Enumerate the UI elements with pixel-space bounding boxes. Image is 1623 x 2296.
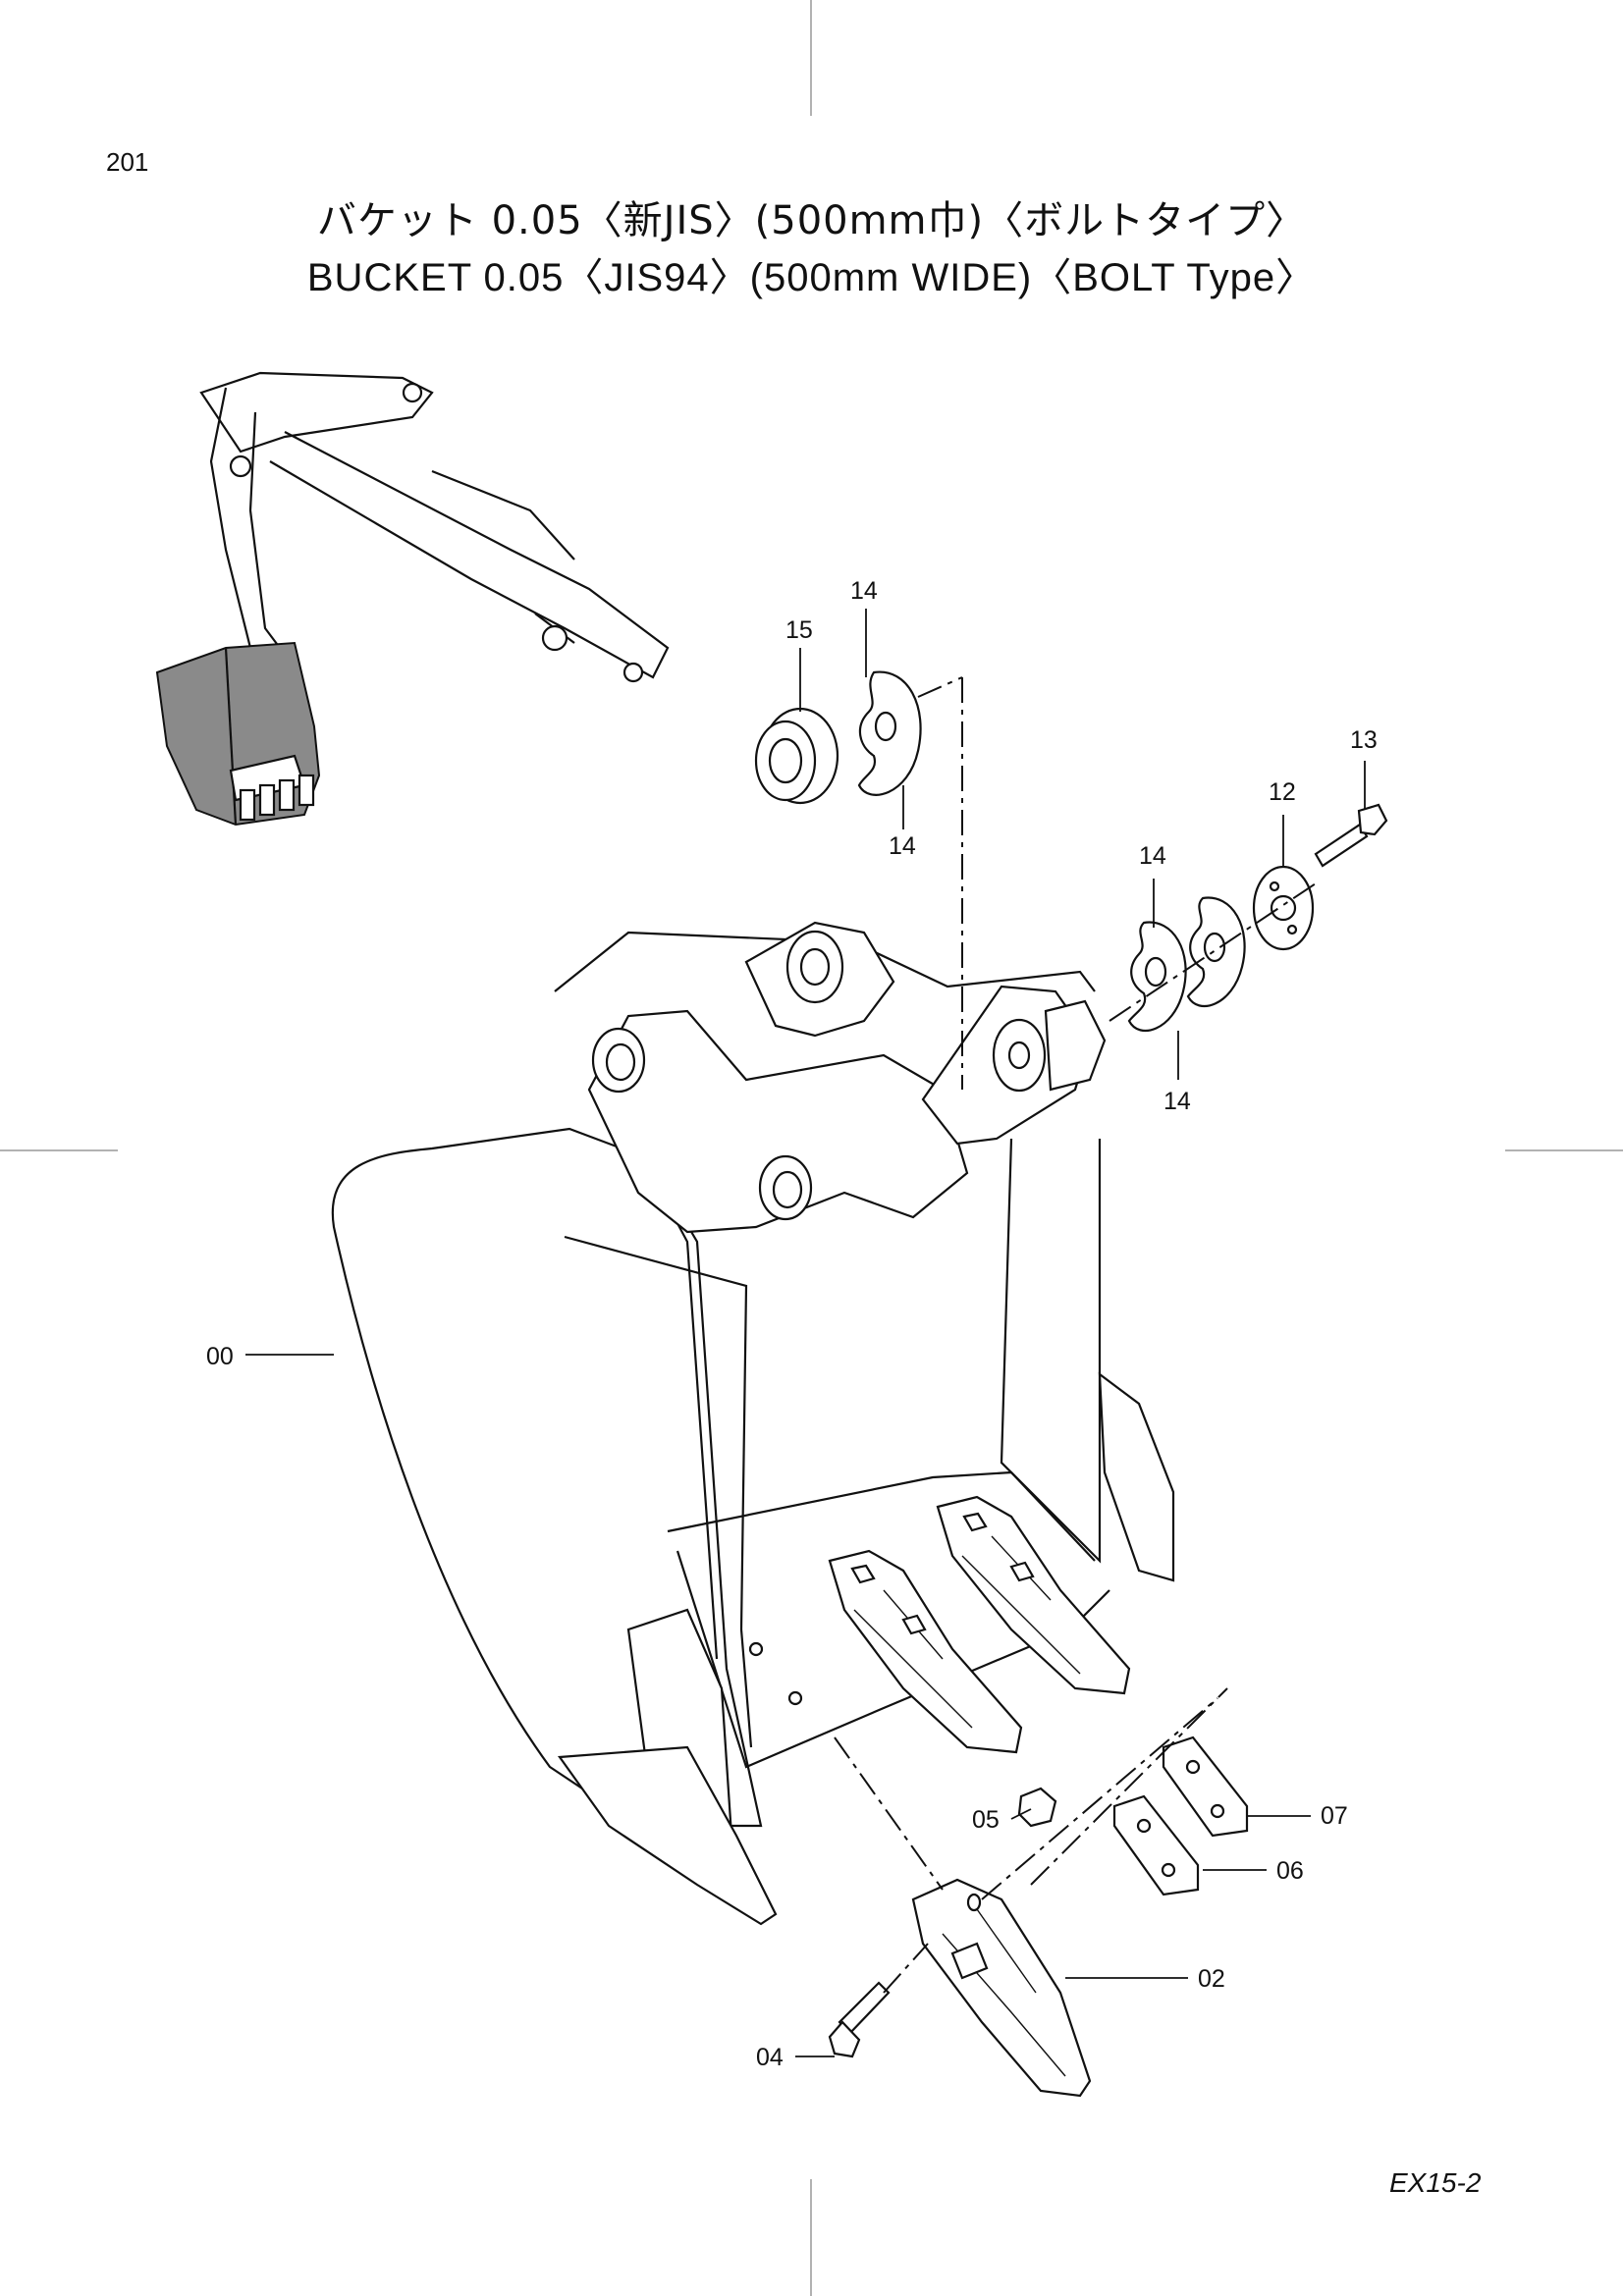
callout-00: 00 bbox=[206, 1343, 234, 1370]
callout-15: 15 bbox=[785, 616, 813, 644]
callout-labels: 00 15 14 14 14 14 12 13 05 07 06 02 04 bbox=[206, 577, 1378, 2071]
exploded-tooth-parts bbox=[828, 1687, 1249, 2098]
bucket-teeth bbox=[828, 1495, 1131, 1754]
callout-05: 05 bbox=[972, 1806, 1000, 1834]
callout-14-lower-right: 14 bbox=[1163, 1088, 1191, 1115]
exploded-pin-parts bbox=[754, 670, 1388, 1090]
title-english: BUCKET 0.05〈JIS94〉(500mm WIDE)〈BOLT Type… bbox=[306, 256, 1317, 299]
callout-14-upper-right: 14 bbox=[1139, 842, 1166, 870]
callout-02: 02 bbox=[1198, 1965, 1225, 1993]
callout-07: 07 bbox=[1321, 1802, 1348, 1830]
excavator-arm-thumbnail bbox=[155, 371, 670, 827]
callout-14-lower-left: 14 bbox=[889, 832, 916, 860]
callout-13: 13 bbox=[1350, 726, 1378, 754]
leader-lines bbox=[245, 609, 1366, 2057]
title-japanese: バケット 0.05〈新JIS〉(500mm巾)〈ボルトタイプ〉 bbox=[316, 198, 1307, 243]
callout-14-top: 14 bbox=[850, 577, 878, 605]
callout-06: 06 bbox=[1276, 1857, 1304, 1885]
page-number: 201 bbox=[106, 147, 149, 177]
callout-12: 12 bbox=[1269, 778, 1296, 806]
callout-04: 04 bbox=[756, 2044, 784, 2071]
bucket-body bbox=[331, 921, 1175, 1926]
model-code: EX15-2 bbox=[1389, 2167, 1482, 2198]
